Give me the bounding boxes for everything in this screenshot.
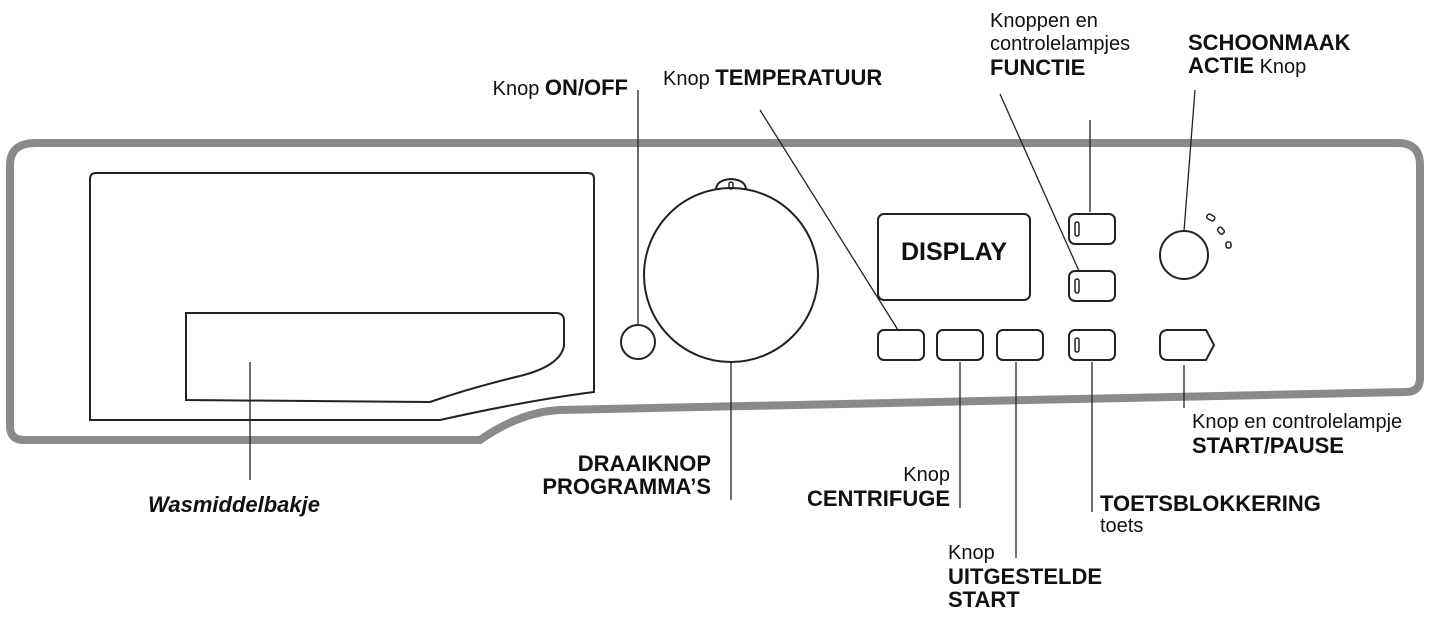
lock-suffix: toets [1100,515,1144,537]
cleaning-knob[interactable] [1159,230,1209,280]
spin-name: CENTRIFUGE [807,486,950,511]
cleaning-led-1 [1206,213,1216,222]
function-line1: Knoppen en [990,10,1098,32]
function-led-1 [1074,221,1080,237]
dial-notch [715,177,747,191]
cleaning-name2: ACTIE [1188,53,1254,78]
panel-outline [6,139,1424,444]
dial-notch-mark [728,181,734,190]
spin-label: Knop CENTRIFUGE [807,464,950,510]
cleaning-led-2 [1216,226,1226,235]
temperature-label: Knop TEMPERATUUR [663,66,882,91]
detergent-drawer[interactable] [89,172,595,421]
function-led-2 [1074,278,1080,294]
cleaning-label: SCHOONMAAK ACTIE Knop [1188,31,1351,79]
delayed-start-name2: START [948,587,1020,612]
start-pause-button[interactable] [1159,329,1216,361]
leader-lines [249,89,1196,558]
temperature-prefix: Knop [663,68,710,90]
temperature-name: TEMPERATUUR [715,65,883,90]
temperature-button[interactable] [877,329,925,361]
function-button-3[interactable] [1068,329,1116,361]
onoff-prefix: Knop [492,78,540,100]
cleaning-led-3 [1225,241,1232,249]
display-screen [877,213,1031,301]
program-dial[interactable] [643,187,819,363]
detergent-drawer-label: Wasmiddelbakje [148,492,320,517]
program-dial-name2: PROGRAMMA’S [542,474,711,499]
function-label: Knoppen en controlelampjes FUNCTIE [990,10,1130,79]
cleaning-name1: SCHOONMAAK [1188,30,1351,55]
start-pause-line1: Knop en controlelampje [1192,411,1403,433]
function-name: FUNCTIE [990,55,1086,80]
onoff-label: Knop ON/OFF [493,76,628,101]
delayed-start-button[interactable] [996,329,1044,361]
start-pause-name: START/PAUSE [1192,433,1344,458]
cleaning-suffix: Knop [1259,56,1307,78]
lock-name: TOETSBLOKKERING [1100,491,1321,516]
delayed-start-prefix: Knop [948,542,995,564]
delayed-start-label: Knop UITGESTELDE START [948,542,1102,611]
drawer-handle[interactable] [185,312,565,404]
function-button-2[interactable] [1068,270,1116,302]
lock-label: TOETSBLOKKERING toets [1100,492,1321,538]
onoff-name: ON/OFF [544,75,628,100]
start-pause-label: Knop en controlelampje START/PAUSE [1192,411,1402,457]
delayed-start-name1: UITGESTELDE [948,564,1103,589]
function-button-1[interactable] [1068,213,1116,245]
display-label: DISPLAY [900,238,1008,266]
function-led-3 [1074,337,1080,353]
function-line2: controlelampjes [990,33,1131,55]
program-dial-name1: DRAAIKNOP [577,451,711,476]
spin-prefix: Knop [903,464,950,486]
spin-button[interactable] [936,329,984,361]
onoff-button[interactable] [620,324,656,360]
program-dial-label: DRAAIKNOP PROGRAMMA’S [542,452,711,498]
